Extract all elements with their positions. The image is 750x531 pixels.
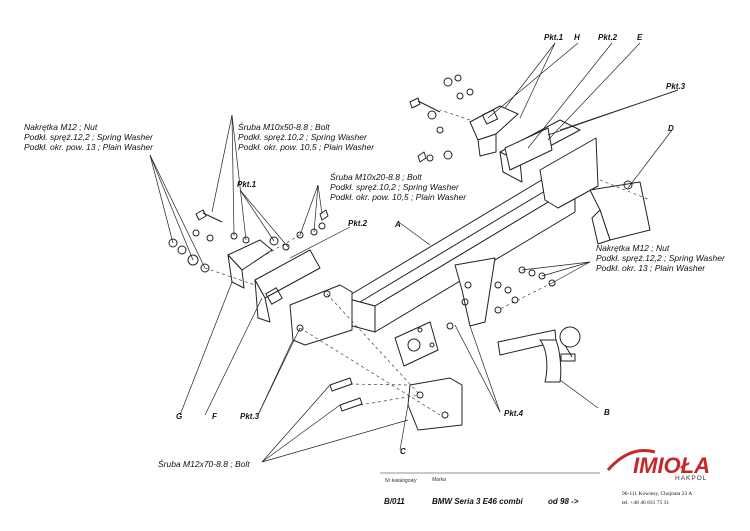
leader-lines xyxy=(149,42,679,463)
label-pkt2-top: Pkt.2 xyxy=(598,33,618,42)
label-c: C xyxy=(400,447,406,456)
left-bracket xyxy=(227,239,353,346)
label-pkt1-top: Pkt.1 xyxy=(544,33,564,42)
label-h: H xyxy=(574,33,580,42)
label-e: E xyxy=(637,33,643,42)
catalog-caption: Nr katalogowy xyxy=(385,478,417,484)
left-fasteners xyxy=(168,209,329,273)
imiola-logo: IMIOŁA xyxy=(633,453,710,478)
label-pkt4: Pkt.4 xyxy=(504,409,524,418)
label-g: G xyxy=(176,412,183,421)
car-model: BMW Seria 3 E46 combi xyxy=(432,497,523,506)
top-fasteners xyxy=(409,74,553,171)
catalog-number: B/011 xyxy=(384,497,405,506)
callout-m10x50-2: Podkł. spręż.10,2 ; Spring Washer xyxy=(238,132,367,142)
label-pkt1-left: Pkt.1 xyxy=(237,180,257,189)
tow-ball xyxy=(394,257,581,383)
label-pkt2-left: Pkt.2 xyxy=(348,219,368,228)
callout-nut-left-2: Podkł. spręż.12,2 ; Spring Washer xyxy=(24,132,153,142)
callout-nut-right-1: Nakrętka M12 ; Nut xyxy=(596,243,670,253)
label-pkt3-bottom: Pkt.3 xyxy=(240,412,260,421)
callout-m10x20-2: Podkł. spręż.10,2 ; Spring Washer xyxy=(330,182,459,192)
company-address: 96-111 Kowiesy, Chojnata 23 A xyxy=(622,491,693,497)
right-fasteners xyxy=(446,266,556,330)
callout-m10x20-1: Śruba M10x20-8.8 ; Bolt xyxy=(330,172,422,182)
callout-nut-right-2: Podkł. spręż.12,2 ; Spring Washer xyxy=(596,253,725,263)
label-a: A xyxy=(395,220,401,229)
lower-bracket xyxy=(329,377,463,431)
brand-caption: Marka xyxy=(432,477,446,483)
company-phone: tel. +48 46 831 75 31 xyxy=(622,500,670,506)
callout-m12x70: Śruba M12x70-8.8 ; Bolt xyxy=(158,459,250,469)
label-b: B xyxy=(604,408,610,417)
hakpol-logo-sub: HAKPOL xyxy=(675,475,708,482)
alignment-lines xyxy=(204,109,651,416)
callout-m10x50-1: Śruba M10x50-8.8 ; Bolt xyxy=(238,122,330,132)
callout-m10x50-3: Podkł. okr. pow. 10,5 ; Plain Washer xyxy=(238,142,375,152)
logo-swoosh xyxy=(606,449,656,471)
from-year: od 98 -> xyxy=(548,497,579,506)
label-d: D xyxy=(668,124,674,133)
label-pkt3-top: Pkt.3 xyxy=(666,82,686,91)
label-f: F xyxy=(212,412,217,421)
callout-nut-left-3: Podkł. okr. pow. 13 ; Plain Washer xyxy=(24,142,153,152)
callout-nut-left-1: Nakrętka M12 ; Nut xyxy=(24,122,98,132)
callout-m10x20-3: Podkł. okr. pow. 10,5 ; Plain Washer xyxy=(330,192,467,202)
callout-nut-right-3: Podkł. okr. 13 ; Plain Washer xyxy=(596,263,706,273)
